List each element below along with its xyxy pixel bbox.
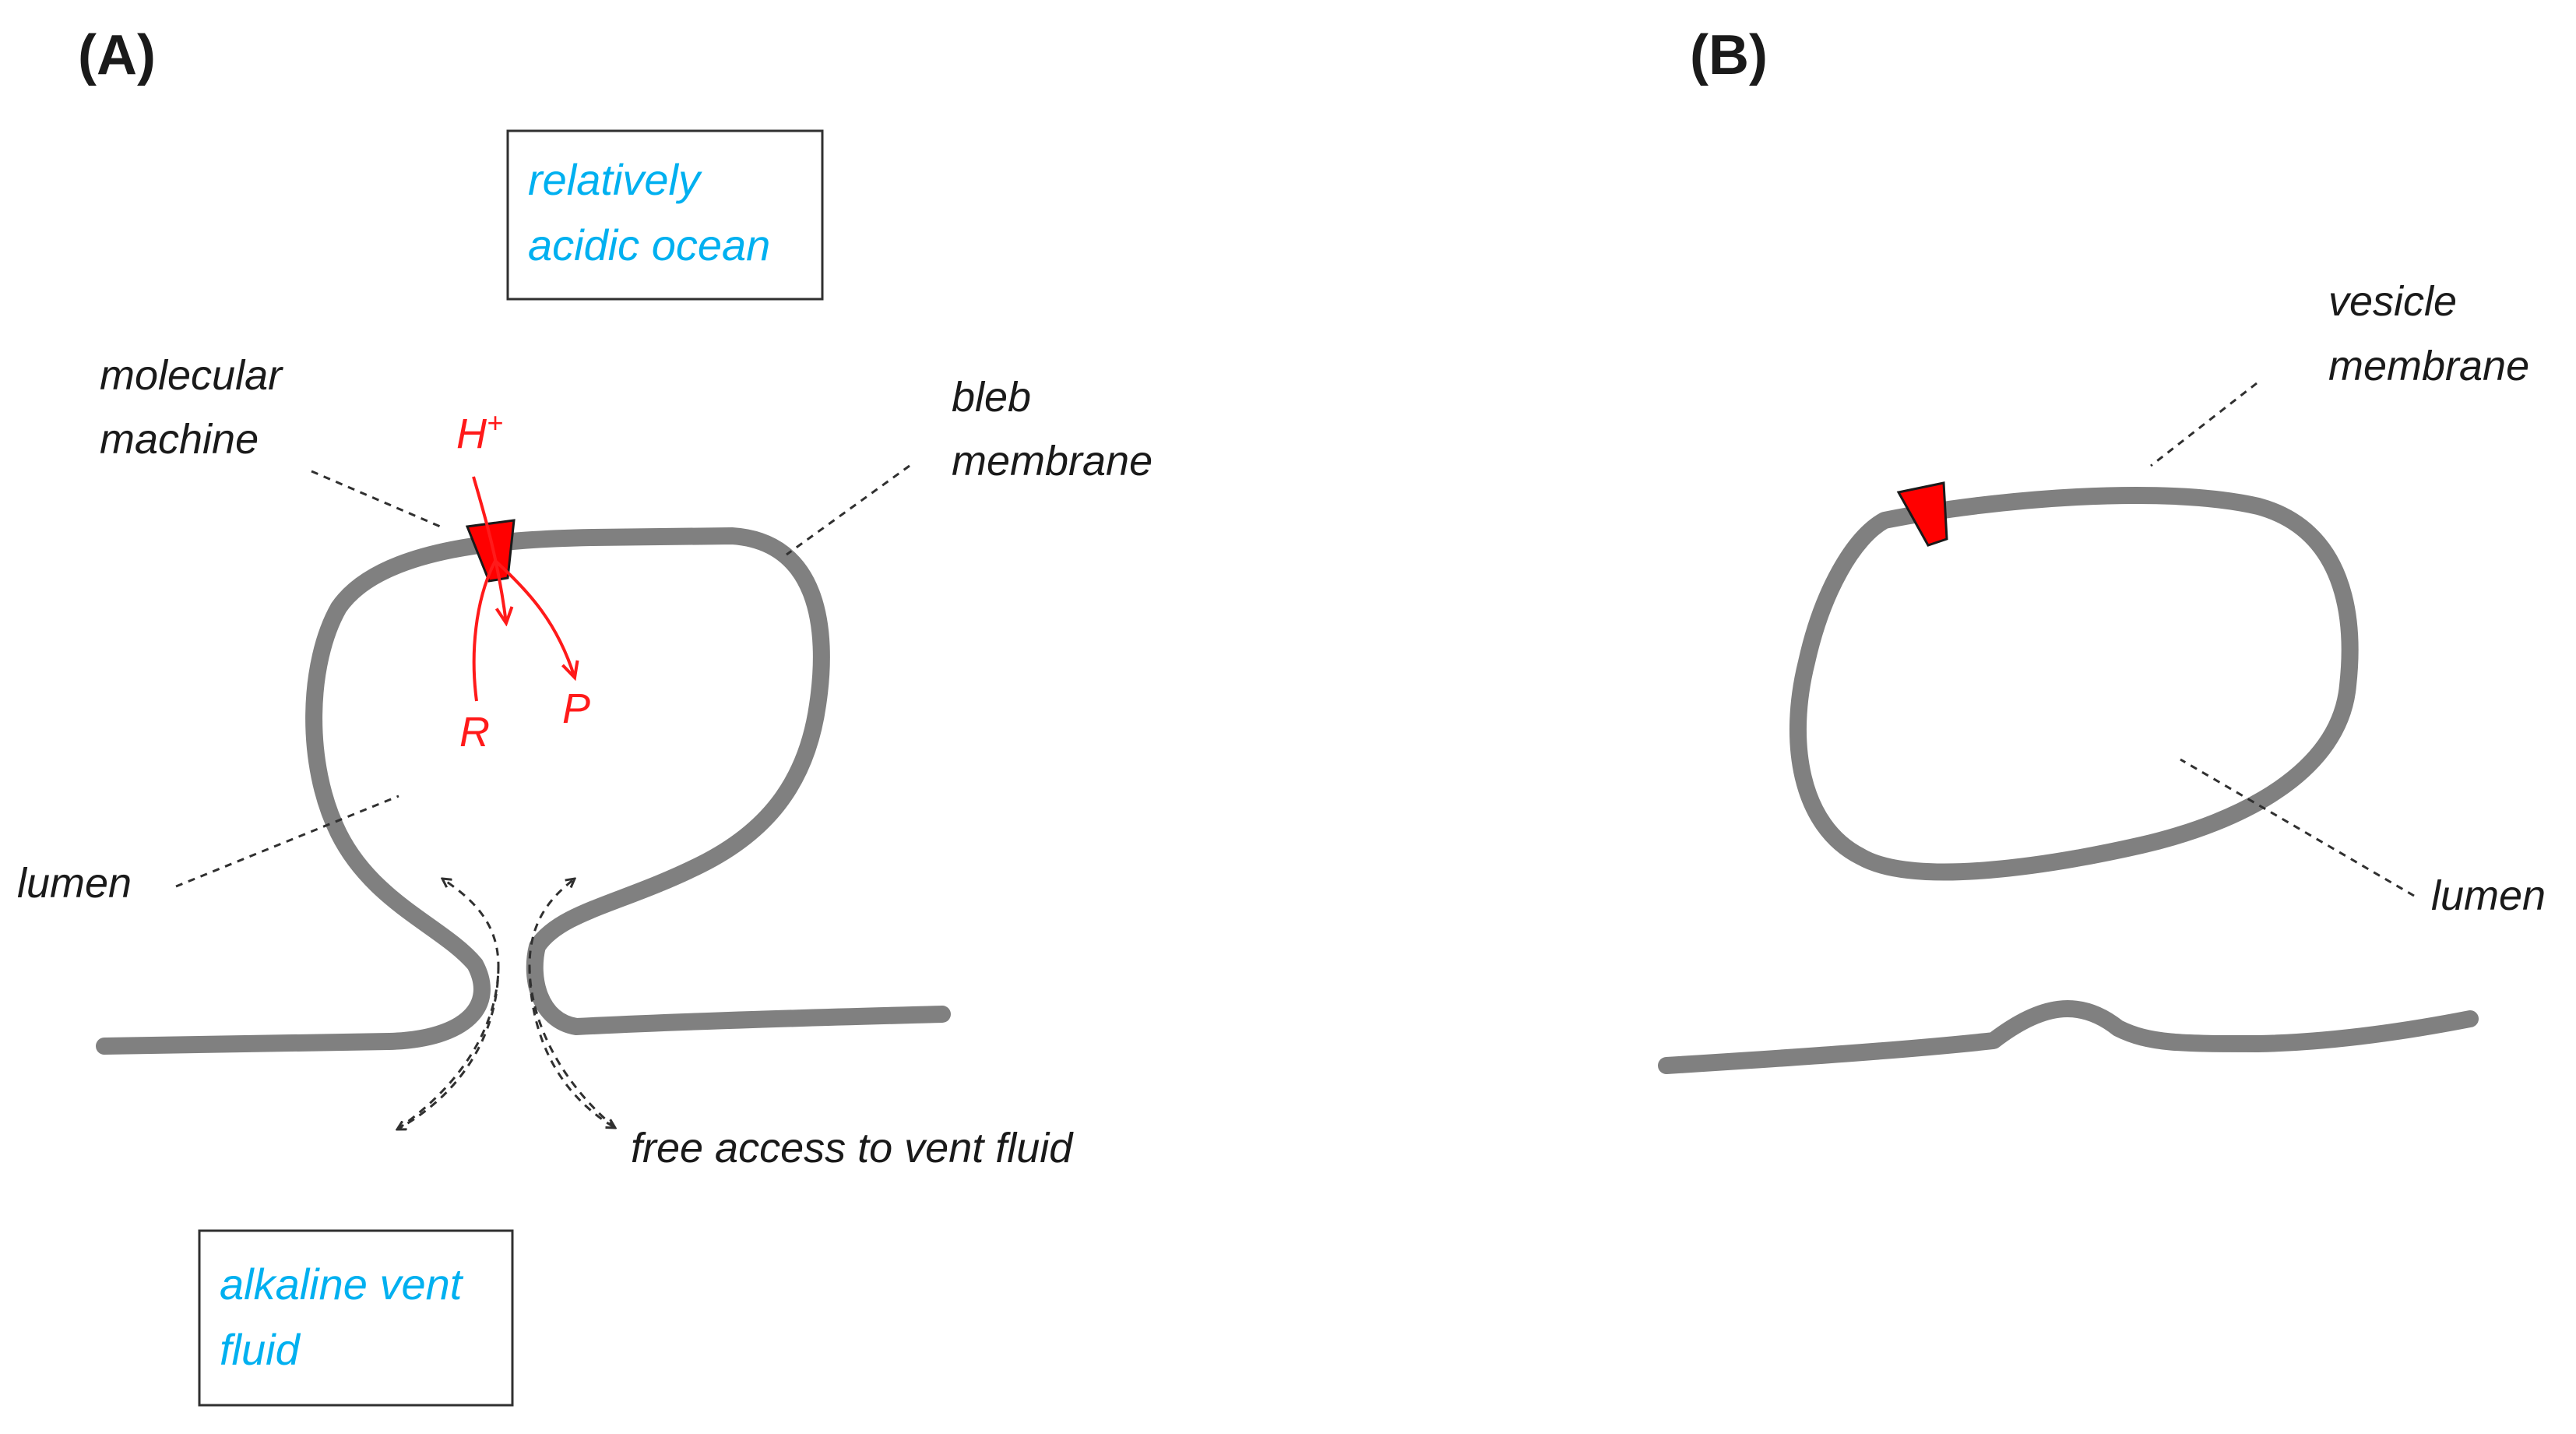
vesicle-machine-icon (1896, 481, 1948, 547)
vent-box-line1: alkaline vent (220, 1260, 464, 1309)
vesicle-membrane-outline (1789, 486, 2359, 881)
flat-membrane (1658, 1000, 2479, 1074)
vent-box-frame (198, 1229, 514, 1407)
vesicle-membrane-label-line2: membrane (2328, 343, 2529, 389)
panel-b: (B) vesicle membrane lumen (1658, 24, 2546, 1074)
r-to-p-arrow (472, 558, 575, 702)
free-access-flow (397, 879, 615, 1129)
ocean-box-frame (506, 129, 824, 301)
proton-arrow (472, 476, 506, 623)
molecular-machine-label-line1: molecular (100, 352, 283, 399)
molecular-machine-leader (311, 470, 445, 530)
vent-box: alkaline vent fluid (198, 1229, 514, 1407)
ocean-box-line1: relatively (528, 155, 702, 204)
reaction-arrows (472, 476, 575, 702)
bleb-membrane-label-line2: membrane (952, 438, 1153, 484)
panel-b-label: (B) (1690, 24, 1768, 86)
lumen-leader-a (175, 795, 399, 888)
lumen-label-b: lumen (2431, 872, 2546, 919)
bleb-membrane-leader (786, 464, 910, 556)
vent-box-line2: fluid (220, 1325, 301, 1374)
flow-arrow-left-down (397, 965, 500, 1129)
lumen-label-a: lumen (17, 860, 132, 907)
proton-charge: + (487, 407, 503, 439)
molecular-machine-label-line2: machine (100, 416, 259, 463)
ocean-box-line2: acidic ocean (528, 220, 770, 270)
panel-a: (A) relatively acidic ocean alkaline ven… (17, 24, 1153, 1407)
proton-label: H+ (456, 407, 503, 457)
product-label: P (562, 685, 590, 732)
proton-symbol: H (456, 410, 487, 457)
panel-a-label: (A) (78, 24, 156, 86)
bleb-membrane-label-line1: bleb (952, 374, 1031, 421)
flow-arrow-right-up (528, 879, 616, 1129)
reactant-label: R (459, 709, 490, 756)
vesicle-membrane-label-line1: vesicle (2328, 278, 2457, 325)
lumen-leader-b (2180, 758, 2415, 897)
vesicle-membrane-leader (2150, 382, 2258, 467)
free-access-label: free access to vent fluid (631, 1125, 1074, 1172)
ocean-box: relatively acidic ocean (506, 129, 824, 301)
flow-arrow-left-up (396, 879, 500, 1131)
bleb-membrane-outline (96, 527, 951, 1055)
